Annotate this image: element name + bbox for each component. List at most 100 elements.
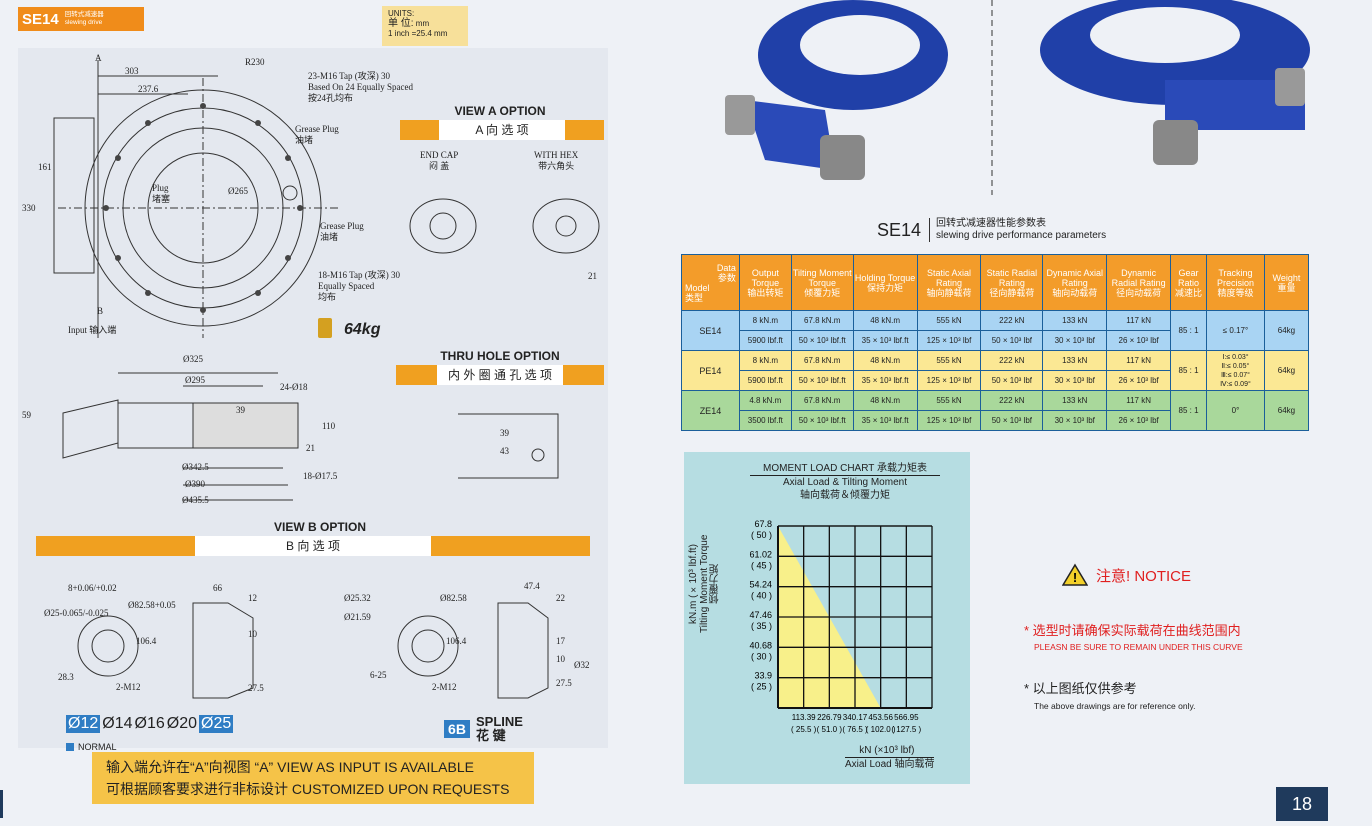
table-cell: 8 kN.m xyxy=(738,310,792,331)
x-tick-sublabel: ( 51.0 ) xyxy=(817,725,843,734)
table-cell: 133 kN xyxy=(1042,390,1108,411)
weight-cell: 64kg xyxy=(1263,310,1310,351)
vbr-dim-82: Ø82.58 xyxy=(440,593,467,603)
y-tick-sublabel: ( 25 ) xyxy=(751,682,772,692)
view-a-title: VIEW A OPTION xyxy=(454,104,546,118)
vb-dim-28: 28.3 xyxy=(58,672,74,682)
housing-outline xyxy=(53,117,95,274)
table-cell: 30 × 10³ lbf xyxy=(1042,370,1108,391)
thru-hole-title: THRU HOLE OPTION xyxy=(440,349,560,363)
dim-303: 303 xyxy=(125,66,139,76)
notice-2: * 以上图纸仅供参考 The above drawings are for re… xyxy=(1024,681,1196,711)
dim-325: Ø325 xyxy=(183,354,203,364)
thru-dim-39: 39 xyxy=(500,428,509,438)
spline-code: 6B xyxy=(444,720,470,738)
vbr-dim-22: 22 xyxy=(556,593,565,603)
page-edge-mark xyxy=(0,790,3,818)
gear-ratio-cell: 85 : 1 xyxy=(1170,390,1208,431)
units-box: UNITS: 单 位: mm 1 inch =25.4 mm xyxy=(382,6,468,46)
table-cell: 50 × 10³ lbf.ft xyxy=(790,410,854,431)
y-tick-sublabel: ( 30 ) xyxy=(751,651,772,661)
table-cell: 125 × 10³ lbf xyxy=(916,410,982,431)
table-cell: 48 kN.m xyxy=(852,390,918,411)
model-cell: SE14 xyxy=(681,310,740,351)
dim-295: Ø295 xyxy=(185,375,205,385)
vb-dim-66: 66 xyxy=(213,583,222,593)
table-cell: 125 × 10³ lbf xyxy=(916,330,982,351)
dim-24-18: 24-Ø18 xyxy=(280,382,308,392)
precision-cell: 0° xyxy=(1206,390,1265,431)
table-cell: 222 kN xyxy=(980,390,1044,411)
vb-dim-8: 8+0.06/+0.02 xyxy=(68,583,117,593)
gear-ratio-cell: 85 : 1 xyxy=(1170,310,1208,351)
dim-a: A xyxy=(95,53,102,63)
vbr-dim-32: Ø32 xyxy=(574,660,590,670)
y-tick-label: 67.8 xyxy=(754,519,772,529)
product-photo-1 xyxy=(725,0,948,180)
chart-title: MOMENT LOAD CHART 承载力矩表 xyxy=(750,462,940,476)
view-a-bar: A 向 选 项 xyxy=(400,120,604,140)
y-tick-sublabel: ( 40 ) xyxy=(751,591,772,601)
table-cell: 222 kN xyxy=(980,310,1044,331)
table-cell: 48 kN.m xyxy=(852,350,918,371)
y-tick-label: 33.9 xyxy=(754,671,772,681)
table-cell: 3500 lbf.ft xyxy=(738,410,792,431)
dim-330: 330 xyxy=(22,203,36,213)
hex-dim: 21 xyxy=(588,271,597,281)
table-cell: 48 kN.m xyxy=(852,310,918,331)
dim-435: Ø435.5 xyxy=(182,495,209,505)
precision-cell: ≤ 0.17° xyxy=(1206,310,1265,351)
vbr-dim-m12: 2-M12 xyxy=(432,682,457,692)
vbr-dim-6-25: 6-25 xyxy=(370,670,387,680)
y-tick-sublabel: ( 50 ) xyxy=(751,530,772,540)
vbr-dim-10: 10 xyxy=(556,654,565,664)
table-cell: 50 × 10³ lbf.ft xyxy=(790,330,854,351)
notice-heading: ! 注意! NOTICE xyxy=(1062,563,1191,587)
table-cell: 117 kN xyxy=(1106,390,1172,411)
dim-18-17: 18-Ø17.5 xyxy=(303,471,338,481)
weight-value: 64kg xyxy=(344,321,381,338)
vbr-dim-25: Ø25.32 xyxy=(344,593,371,603)
weight-icon xyxy=(318,318,332,338)
chart-subtitle-cn: 轴向载荷＆倾覆力矩 xyxy=(800,490,890,501)
vbr-dim-106: 106.4 xyxy=(446,636,467,646)
table-cell: 117 kN xyxy=(1106,310,1172,331)
table-cell: 26 × 10³ lbf xyxy=(1106,370,1172,391)
table-cell: 133 kN xyxy=(1042,310,1108,331)
gear-ratio-cell: 85 : 1 xyxy=(1170,350,1208,391)
dim-237: 237.6 xyxy=(138,84,159,94)
y-tick-label: 40.68 xyxy=(749,640,772,650)
table-cell: 222 kN xyxy=(980,350,1044,371)
y-tick-label: 54.24 xyxy=(749,580,772,590)
table-cell: 67.8 kN.m xyxy=(790,390,854,411)
vb-dim-106: 106.4 xyxy=(136,636,157,646)
size-25: Ø25 xyxy=(199,715,234,733)
size-20: Ø20 xyxy=(166,715,197,732)
x-tick-label: 453.56 xyxy=(868,713,893,722)
x-tick-label: 566.95 xyxy=(894,713,919,722)
normal-swatch xyxy=(66,743,74,751)
dim-39: 39 xyxy=(236,405,245,415)
x-tick-sublabel: ( 25.5 ) xyxy=(791,725,817,734)
table-cell: 30 × 10³ lbf xyxy=(1042,410,1108,431)
y-tick-label: 47.46 xyxy=(749,610,772,620)
svg-text:!: ! xyxy=(1073,570,1077,585)
warning-icon: ! xyxy=(1062,563,1088,586)
table-cell: 133 kN xyxy=(1042,350,1108,371)
notice-1: * 选型时请确保实际载荷在曲线范围内 PLEASN BE SURE TO REM… xyxy=(1024,623,1243,652)
table-cell: 4.8 kN.m xyxy=(738,390,792,411)
thru-hole-bar: 内 外 圈 通 孔 选 项 xyxy=(396,365,604,385)
